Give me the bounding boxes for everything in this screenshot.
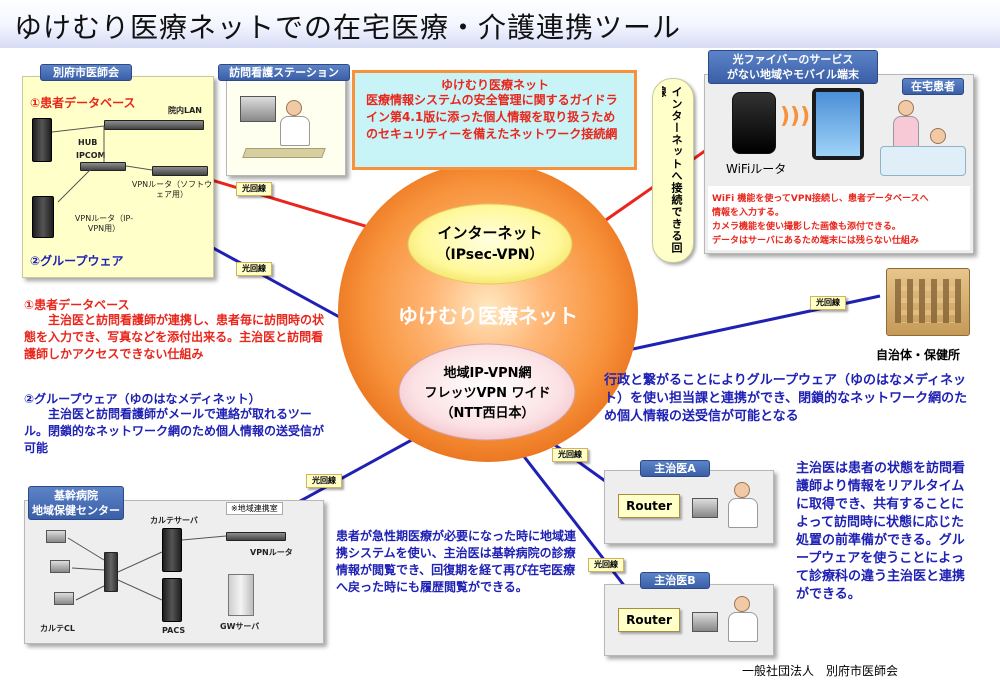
title-bar — [0, 0, 1000, 48]
footer: 一般社団法人 別府市医師会 — [742, 664, 899, 678]
internet-sub-label: （IPsec-VPN） — [436, 247, 544, 263]
vpn-line-2: フレッツVPN ワイド — [424, 386, 551, 401]
beppu-vpn-ip-label: VPNルータ（IP-VPN用） — [74, 214, 134, 233]
patient-head-icon — [930, 128, 946, 144]
pacs-server-icon — [162, 578, 182, 622]
karte-cl-icon-3 — [54, 592, 74, 605]
karte-server-label: カルテサーバ — [150, 516, 198, 525]
karte-server-icon — [162, 528, 182, 572]
hospital-tag-line1: 基幹病院 — [54, 489, 98, 502]
beppu-panel — [22, 76, 214, 278]
line-vpn-doctor-b — [503, 431, 642, 607]
beppu-lan-label: 院内LAN — [168, 106, 202, 115]
hikari-label-2: 光回線 — [236, 262, 272, 276]
desc-gw-title: ②グループウェア（ゆのはなメディネット） — [24, 392, 261, 406]
hospital-vpn-label: VPNルータ — [250, 548, 293, 557]
hospital-tag-line2: 地域保健センター — [32, 504, 120, 517]
hospital-wiring — [67, 535, 227, 601]
patient-tag: 在宅患者 — [902, 78, 964, 95]
home-desc-1: WiFi 機能を使ってVPN接続し、患者データベースへ — [712, 194, 929, 204]
bed-icon — [880, 146, 966, 176]
hikari-label-3: 光回線 — [810, 296, 846, 310]
doctor-b-pc-icon — [692, 612, 718, 632]
doctor-b-head-icon — [734, 596, 750, 612]
karte-cl-label: カルテCL — [40, 624, 75, 633]
home-tag: 光ファイバーのサービス がない地域やモバイル端末 — [708, 50, 878, 84]
internet-vertical-label: インターネットへ接続できる回線 — [662, 86, 683, 254]
gov-text: 行政と繋がることによりグループウェア（ゆのはなメディネット）を使い担当課と連携が… — [604, 373, 968, 424]
lan-hub-rack — [104, 120, 204, 130]
karte-cl-icon-1 — [46, 530, 66, 543]
internet-ellipse — [407, 203, 573, 285]
visiting-tag: 訪問看護ステーション — [218, 64, 350, 81]
internet-vertical-box — [652, 78, 694, 263]
info-box-title: ゆけむり医療ネット — [440, 78, 549, 92]
hospital-text: 患者が急性期医療が必要になった時に地域連携システムを使い、主治医は基幹病院の診療… — [336, 529, 577, 594]
hospital-tag: 基幹病院 地域保健センター — [28, 486, 124, 520]
caregiver-body-icon — [893, 116, 919, 150]
karte-cl-icon-2 — [50, 560, 70, 573]
hospital-vpn-rack — [226, 532, 286, 541]
beppu-ipcom-label: IPCOM — [76, 151, 106, 160]
home-desc-3: カメラ機能を使い撮影した画像も添付できる。 — [712, 222, 901, 232]
gw-server-icon — [228, 574, 254, 616]
beppu-groupware-label: ②グループウェア — [30, 254, 124, 268]
vpn-sw-rack — [152, 166, 208, 176]
hikari-label-6: 光回線 — [588, 558, 624, 572]
info-box — [352, 70, 637, 170]
wifi-waves-icon: ))) — [780, 104, 811, 129]
network-name: ゆけむり医療ネット — [398, 304, 578, 328]
home-tag-line1: 光ファイバーのサービス — [732, 53, 854, 66]
info-box-body: 医療情報システムの安全管理に関するガイドライン第4.1版に添った個人情報を取り扱… — [366, 93, 618, 141]
nurse-head-icon — [286, 100, 302, 116]
tablet-icon — [812, 88, 864, 160]
wifi-router-icon — [732, 92, 776, 154]
vpn-ip-server-icon — [32, 196, 54, 238]
doctor-a-head-icon — [734, 482, 750, 498]
hospital-switch — [104, 552, 118, 592]
caregiver-head-icon — [898, 100, 914, 116]
wifi-label: WiFiルータ — [726, 162, 787, 176]
nurse-body-icon — [280, 116, 310, 146]
doctor-b-body-icon — [728, 612, 758, 642]
internet-label: インターネット — [437, 224, 543, 242]
home-desc-box — [708, 186, 970, 250]
doctor-a-router: Router — [618, 494, 680, 518]
home-desc-4: データはサーバにあるため端末には残らない仕組み — [712, 236, 919, 246]
pacs-label: PACS — [162, 626, 186, 635]
doctor-b-router: Router — [618, 608, 680, 632]
home-tag-line2: がない地域やモバイル端末 — [727, 68, 859, 81]
doctor-a-tag: 主治医A — [640, 460, 710, 477]
doctor-text: 主治医は患者の状態を訪問看護師より情報をリアルタイムに取得でき、共有することによ… — [796, 461, 966, 602]
beppu-vpn-sw-label: VPNルータ（ソフトウェア用） — [131, 180, 213, 199]
desc-gw-body: 主治医と訪問看護師がメールで連絡が取れるツール。閉鎖的なネットワーク網のため個人… — [24, 407, 325, 455]
doctor-a-body-icon — [728, 498, 758, 528]
visiting-pc-icon — [240, 96, 276, 122]
home-desc-2: 情報を入力する。 — [712, 208, 785, 218]
db-server-icon — [32, 118, 52, 162]
hikari-label-5: 光回線 — [552, 448, 588, 462]
page-title: ゆけむり医療ネットでの在宅医療・介護連携ツール — [14, 11, 682, 44]
beppu-db-label: ①患者データベース — [30, 96, 136, 110]
desc-db-body: 主治医と訪問看護師が連携し、患者毎に訪問時の状態を入力でき、写真などを添付出来る… — [24, 313, 325, 361]
doctor-a-pc-icon — [692, 498, 718, 518]
ipcom-rack — [80, 162, 126, 171]
desc-db-title: ①患者データベース — [24, 298, 130, 312]
gov-building-icon — [886, 268, 970, 336]
hikari-label-1: 光回線 — [236, 182, 272, 196]
vpn-ellipse — [398, 343, 576, 441]
beppu-tag: 別府市医師会 — [40, 64, 132, 81]
vpn-line-3: （NTT西日本） — [440, 406, 535, 421]
beppu-hub-label: HUB — [78, 138, 98, 147]
vpn-line-1: 地域IP-VPN網 — [443, 366, 532, 381]
visiting-desk — [242, 148, 326, 158]
doctor-b-tag: 主治医B — [640, 572, 710, 589]
gw-server-label: GWサーバ — [220, 622, 260, 631]
hikari-label-4: 光回線 — [306, 474, 342, 488]
gov-label: 自治体・保健所 — [876, 348, 961, 362]
hospital-room-label: ※地域連携室 — [226, 502, 283, 515]
beppu-wiring — [51, 125, 153, 203]
